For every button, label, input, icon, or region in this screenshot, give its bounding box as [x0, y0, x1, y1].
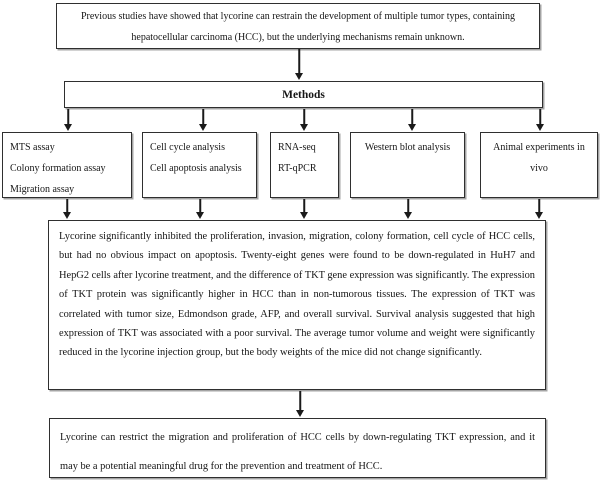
- arrow-results-to-conclusion: [295, 391, 305, 417]
- arrow-branch-5-to-results: [534, 199, 544, 219]
- branch-line: MTS assay: [10, 142, 55, 153]
- branch-box-rnaseq-rtqpcr: RNA-seq RT-qPCR: [270, 132, 339, 198]
- arrow-branch-2-to-results: [195, 199, 205, 219]
- branch-line: Migration assay: [10, 184, 75, 195]
- branch-line: Cell apoptosis analysis: [150, 163, 242, 174]
- branch-box-animal-experiments: Animal experiments in vivo: [480, 132, 598, 198]
- arrow-methods-to-branch-1: [63, 109, 73, 131]
- conclusion-box: Lycorine can restrict the migration and …: [49, 418, 546, 478]
- arrow-premise-to-methods: [294, 49, 304, 80]
- premise-line-1: Previous studies have showed that lycori…: [80, 11, 516, 22]
- conclusion-text: Lycorine can restrict the migration and …: [60, 432, 535, 472]
- arrow-methods-to-branch-3: [299, 109, 309, 131]
- results-text: Lycorine significantly inhibited the pro…: [59, 231, 535, 359]
- arrow-methods-to-branch-4: [407, 109, 417, 131]
- branch-line: Animal experiments in: [493, 142, 585, 153]
- arrow-branch-1-to-results: [62, 199, 72, 219]
- branch-box-cell-cycle-apoptosis: Cell cycle analysis Cell apoptosis analy…: [142, 132, 257, 198]
- premise-box: Previous studies have showed that lycori…: [56, 3, 540, 49]
- branch-line: vivo: [530, 163, 548, 174]
- arrow-methods-to-branch-2: [198, 109, 208, 131]
- arrow-methods-to-branch-5: [535, 109, 545, 131]
- branch-line: Colony formation assay: [10, 163, 106, 174]
- branch-line: RNA-seq: [278, 142, 316, 153]
- methods-box: Methods: [64, 81, 543, 108]
- premise-line-2: hepatocellular carcinoma (HCC), but the …: [131, 32, 465, 43]
- branch-box-cell-viability-assays: MTS assay Colony formation assay Migrati…: [2, 132, 132, 198]
- arrow-branch-3-to-results: [299, 199, 309, 219]
- arrow-branch-4-to-results: [403, 199, 413, 219]
- results-box: Lycorine significantly inhibited the pro…: [48, 220, 546, 390]
- branch-line: Cell cycle analysis: [150, 142, 225, 153]
- branch-box-western-blot: Western blot analysis: [350, 132, 465, 198]
- branch-line: Western blot analysis: [364, 142, 451, 153]
- branch-line: RT-qPCR: [278, 163, 317, 174]
- methods-label: Methods: [282, 88, 325, 101]
